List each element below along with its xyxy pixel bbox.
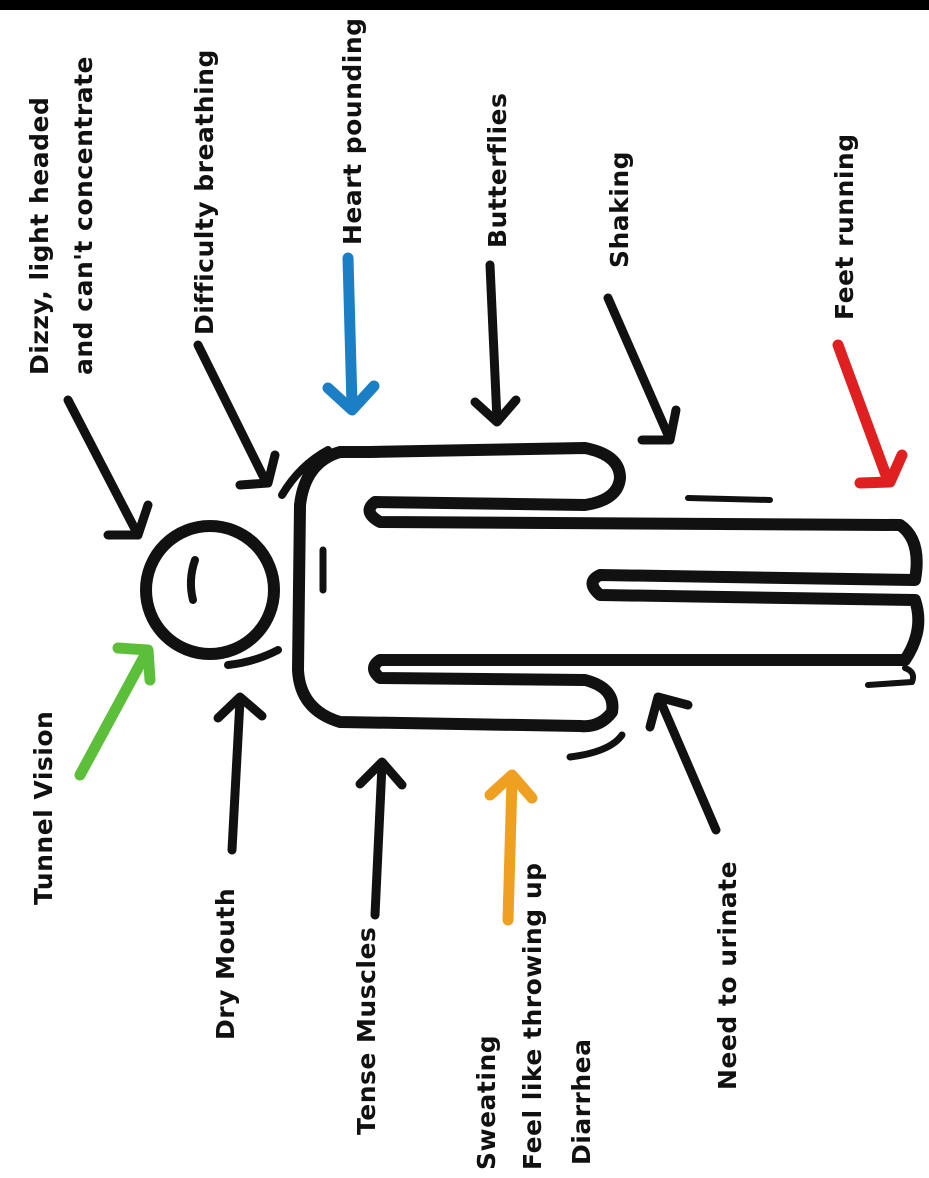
label-need-to-urinate: Need to urinate bbox=[713, 861, 742, 1090]
top-border bbox=[0, 0, 929, 10]
urinate-arrow bbox=[650, 697, 716, 830]
feet-arrow bbox=[838, 345, 902, 483]
heart-arrow bbox=[328, 258, 374, 410]
label-butterflies: Butterflies bbox=[483, 93, 512, 248]
shaking-arrow bbox=[608, 298, 676, 440]
label-heart-pounding: Heart pounding bbox=[338, 17, 367, 245]
label-feel-like-throwing-up: Feel like throwing up bbox=[518, 862, 547, 1170]
label-sweating: Sweating bbox=[472, 1035, 501, 1170]
dry-mouth-arrow bbox=[218, 697, 262, 850]
tense-muscles-arrow bbox=[360, 762, 402, 915]
foot-mark bbox=[868, 668, 913, 685]
body-outline bbox=[298, 448, 918, 726]
breathing-arrow bbox=[198, 345, 275, 485]
head-eye-mark bbox=[191, 560, 195, 600]
label-tense-muscles: Tense Muscles bbox=[352, 927, 381, 1135]
label-feet-running: Feet running bbox=[830, 133, 859, 320]
tunnel-vision-arrow bbox=[80, 648, 150, 775]
label-difficulty-breathing: Difficulty breathing bbox=[190, 49, 219, 335]
label-dizzy-line2: and can't concentrate bbox=[69, 56, 98, 375]
label-diarrhea: Diarrhea bbox=[567, 1039, 596, 1165]
hip-mark bbox=[570, 735, 622, 757]
butterflies-arrow bbox=[475, 265, 516, 422]
label-dry-mouth: Dry Mouth bbox=[211, 888, 240, 1040]
label-dizzy-line1: Dizzy, light headed bbox=[25, 97, 54, 375]
dizzy-arrow bbox=[68, 400, 148, 535]
label-tunnel-vision: Tunnel Vision bbox=[29, 711, 58, 905]
label-shaking: Shaking bbox=[605, 151, 634, 268]
head-outline bbox=[146, 526, 274, 654]
hand-mark bbox=[688, 498, 770, 500]
